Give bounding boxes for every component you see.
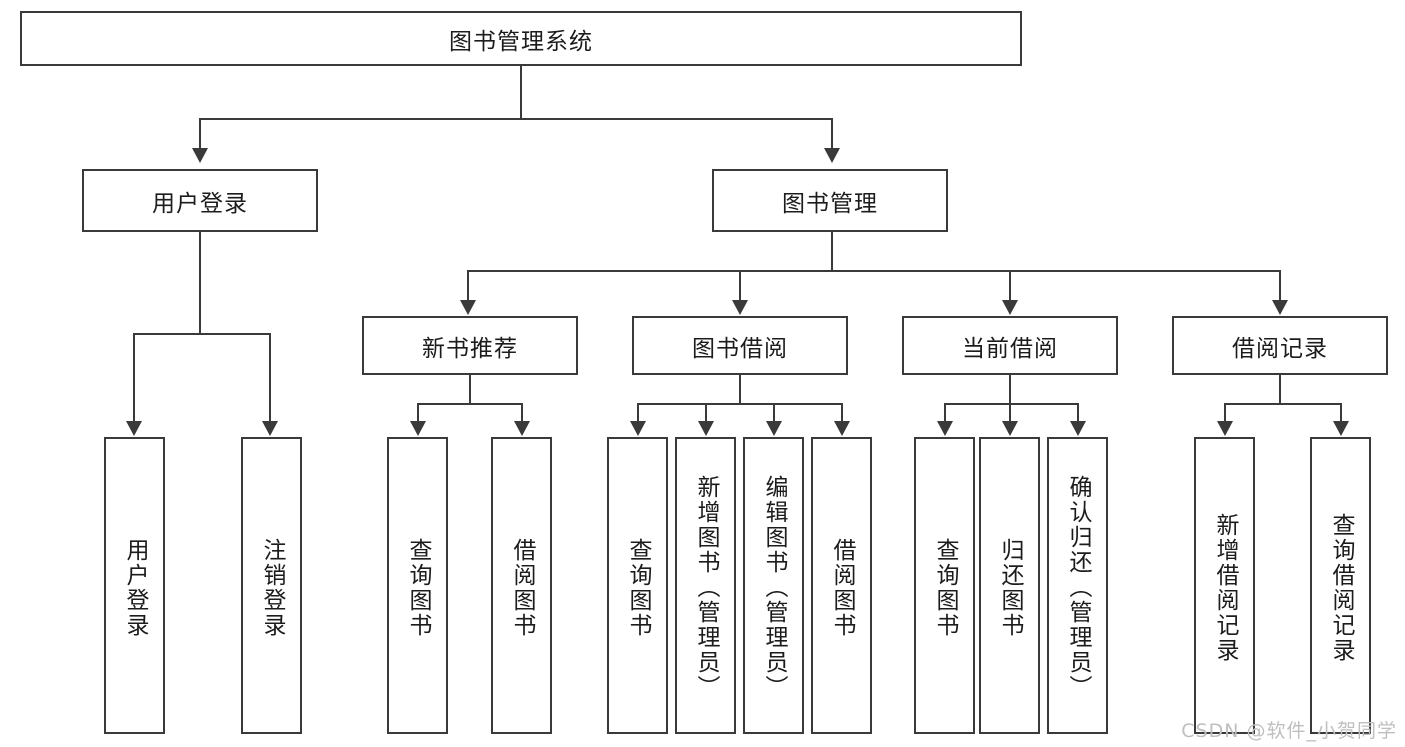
node-label: 图书管理系统 <box>449 28 593 55</box>
connector-bm-branch-4 <box>1279 270 1281 302</box>
node-label: 新书推荐 <box>422 335 518 362</box>
connector-new-book-branch-2 <box>521 403 523 423</box>
node-label: 查询图书 <box>932 537 958 638</box>
node-label: 借阅图书 <box>509 537 535 638</box>
arrow-to-leaf-query-book-2 <box>630 421 646 436</box>
node-label: 查询借阅记录 <box>1328 512 1354 663</box>
node-leaf-query-borrow-record[interactable]: 查询借阅记录 <box>1310 437 1371 734</box>
node-label: 编辑图书（管理员） <box>761 475 787 700</box>
arrow-to-borrow-record <box>1272 300 1288 315</box>
node-leaf-query-book-3[interactable]: 查询图书 <box>914 437 975 734</box>
connector-bb-branch-3 <box>773 403 775 423</box>
arrow-to-leaf-confirm-return-admin <box>1070 421 1086 436</box>
arrow-to-new-book-recommend <box>460 300 476 315</box>
connector-bb-branch-2 <box>705 403 707 423</box>
connector-current-borrow-bus <box>944 403 1078 405</box>
node-leaf-return-book[interactable]: 归还图书 <box>979 437 1040 734</box>
node-borrow-record[interactable]: 借阅记录 <box>1172 316 1388 375</box>
node-leaf-add-borrow-record[interactable]: 新增借阅记录 <box>1194 437 1255 734</box>
arrow-to-leaf-logout-login <box>262 421 278 436</box>
node-leaf-query-book-1[interactable]: 查询图书 <box>387 437 448 734</box>
node-leaf-borrow-book-2[interactable]: 借阅图书 <box>811 437 872 734</box>
node-book-borrow[interactable]: 图书借阅 <box>632 316 848 375</box>
connector-user-login-bus <box>133 333 270 335</box>
connector-root-to-user-login <box>199 118 201 150</box>
node-leaf-query-book-2[interactable]: 查询图书 <box>607 437 668 734</box>
connector-cb-branch-1 <box>944 403 946 423</box>
node-leaf-logout-login[interactable]: 注销登录 <box>241 437 302 734</box>
watermark-text: CSDN @软件_小贺同学 <box>1181 720 1397 742</box>
connector-bm-branch-3 <box>1009 270 1011 302</box>
node-label: 注销登录 <box>259 537 285 638</box>
connector-root-stem <box>520 66 522 119</box>
connector-new-book-branch-1 <box>417 403 419 423</box>
arrow-to-leaf-add-book-admin <box>698 421 714 436</box>
connector-borrow-record-stem <box>1279 375 1281 405</box>
arrow-root-to-user-login <box>192 148 208 163</box>
arrow-to-leaf-borrow-book-2 <box>834 421 850 436</box>
connector-current-borrow-stem <box>1009 375 1011 405</box>
connector-book-borrow-stem <box>739 375 741 405</box>
arrow-to-leaf-return-book <box>1002 421 1018 436</box>
node-label: 新增借阅记录 <box>1212 512 1238 663</box>
connector-cb-branch-2 <box>1009 403 1011 423</box>
connector-cb-branch-3 <box>1077 403 1079 423</box>
connector-new-book-bus <box>417 403 522 405</box>
arrow-to-current-borrow <box>1002 300 1018 315</box>
connector-bb-branch-1 <box>637 403 639 423</box>
connector-new-book-stem <box>469 375 471 405</box>
node-label: 用户登录 <box>122 537 148 638</box>
arrow-to-leaf-edit-book-admin <box>766 421 782 436</box>
connector-bm-branch-1 <box>467 270 469 302</box>
node-label: 归还图书 <box>997 537 1023 638</box>
connector-user-login-stem <box>199 232 201 335</box>
arrow-root-to-book-management <box>824 148 840 163</box>
connector-borrow-record-bus <box>1224 403 1341 405</box>
node-label: 借阅记录 <box>1232 335 1328 362</box>
node-user-login[interactable]: 用户登录 <box>82 169 318 232</box>
node-label: 图书管理 <box>782 190 878 217</box>
connector-book-borrow-bus <box>637 403 843 405</box>
connector-br-branch-2 <box>1340 403 1342 423</box>
node-label: 图书借阅 <box>692 335 788 362</box>
node-new-book-recommend[interactable]: 新书推荐 <box>362 316 578 375</box>
arrow-to-book-borrow <box>732 300 748 315</box>
connector-book-management-bus <box>467 270 1279 272</box>
arrow-to-leaf-borrow-book-1 <box>514 421 530 436</box>
node-label: 确认归还（管理员） <box>1065 475 1091 700</box>
node-label: 借阅图书 <box>829 537 855 638</box>
node-leaf-edit-book-admin[interactable]: 编辑图书（管理员） <box>743 437 804 734</box>
node-book-management-system[interactable]: 图书管理系统 <box>20 11 1022 66</box>
connector-bb-branch-4 <box>841 403 843 423</box>
node-label: 查询图书 <box>405 537 431 638</box>
node-leaf-borrow-book-1[interactable]: 借阅图书 <box>491 437 552 734</box>
connector-bm-branch-2 <box>739 270 741 302</box>
arrow-to-leaf-query-book-3 <box>937 421 953 436</box>
connector-user-login-branch-2 <box>269 333 271 423</box>
connector-root-to-book-management <box>831 118 833 150</box>
node-leaf-add-book-admin[interactable]: 新增图书（管理员） <box>675 437 736 734</box>
node-label: 新增图书（管理员） <box>693 475 719 700</box>
node-label: 用户登录 <box>152 190 248 217</box>
node-label: 查询图书 <box>625 537 651 638</box>
arrow-to-leaf-query-book-1 <box>410 421 426 436</box>
connector-br-branch-1 <box>1224 403 1226 423</box>
connector-book-management-stem <box>831 232 833 272</box>
arrow-to-leaf-query-borrow-record <box>1333 421 1349 436</box>
arrow-to-leaf-user-login <box>126 421 142 436</box>
node-leaf-confirm-return-admin[interactable]: 确认归还（管理员） <box>1047 437 1108 734</box>
connector-root-bus <box>199 118 833 120</box>
arrow-to-leaf-add-borrow-record <box>1217 421 1233 436</box>
node-leaf-user-login[interactable]: 用户登录 <box>104 437 165 734</box>
node-current-borrow[interactable]: 当前借阅 <box>902 316 1118 375</box>
node-book-management[interactable]: 图书管理 <box>712 169 948 232</box>
node-label: 当前借阅 <box>962 335 1058 362</box>
connector-user-login-branch-1 <box>133 333 135 423</box>
